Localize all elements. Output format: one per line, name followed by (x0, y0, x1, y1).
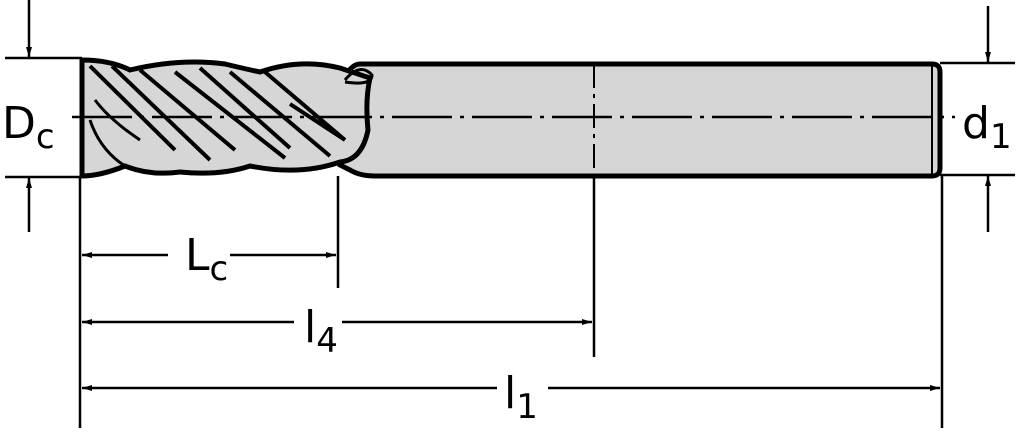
d1-label: d1 (962, 98, 1012, 157)
extension-lines (5, 56, 1015, 428)
dc-label: Dc (2, 98, 55, 157)
shank (337, 61, 943, 179)
lc-label: Lc (185, 230, 228, 289)
l1-label: l1 (504, 368, 538, 427)
fluted-section (79, 57, 374, 179)
l4-label: l4 (304, 302, 338, 361)
